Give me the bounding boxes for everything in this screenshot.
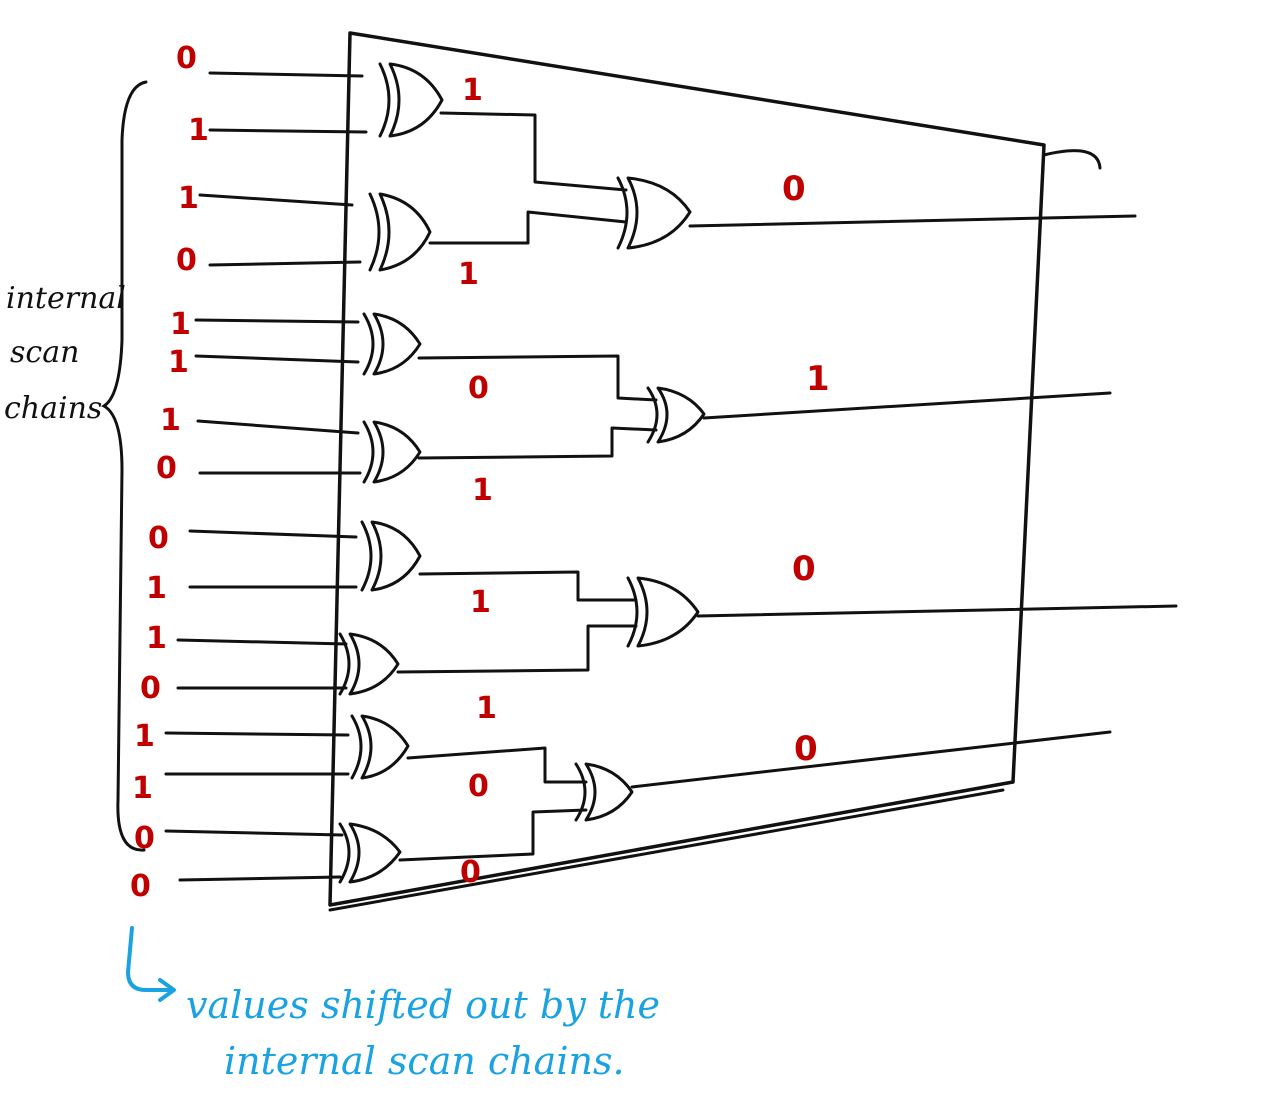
box-bottom-extra-stroke (328, 788, 1005, 912)
scan-chain-label-line2: scan (10, 335, 79, 370)
input-bit: 0 (176, 41, 197, 76)
input-bits: 0 1 1 0 1 1 1 0 0 1 1 0 1 1 0 0 (130, 41, 209, 904)
xor-gate (362, 312, 422, 376)
output-bit: 0 (794, 729, 818, 769)
input-bit: 1 (134, 719, 155, 754)
stage1-bit: 0 (460, 855, 481, 890)
scan-chain-label: internal scan chains (4, 281, 126, 426)
input-bit: 1 (146, 571, 167, 606)
compactor-box (328, 31, 1046, 907)
input-bit: 0 (140, 671, 161, 706)
output-bit: 0 (792, 549, 816, 589)
xor-gate (616, 176, 692, 250)
scan-chain-label-line3: chains (4, 391, 102, 426)
input-bit: 1 (178, 181, 199, 216)
output-bit: 1 (806, 359, 830, 399)
annotation-arrowhead (158, 978, 176, 1002)
xor-gate (338, 822, 402, 884)
stage1-bit: 0 (468, 371, 489, 406)
box-corner-tick (1042, 149, 1102, 170)
input-bit: 1 (188, 113, 209, 148)
xor-gate (350, 714, 410, 780)
input-bit: 1 (146, 621, 167, 656)
stage1-bit: 0 (468, 769, 489, 804)
xor-gate (626, 576, 700, 648)
stage1-to-stage2-wires (396, 111, 658, 862)
annotation-note-line1: values shifted out by the (186, 983, 660, 1027)
stage2-gates (574, 176, 706, 822)
annotation-arrow (126, 926, 174, 992)
stage1-bit: 1 (470, 585, 491, 620)
xor-gate (574, 762, 634, 822)
input-bit: 0 (156, 451, 177, 486)
xor-gate (368, 192, 432, 272)
xor-gate (338, 632, 400, 696)
stage1-gates (338, 62, 444, 884)
input-wires (164, 71, 368, 882)
stage1-bit: 1 (476, 691, 497, 726)
input-bit: 0 (148, 521, 169, 556)
xor-gate (362, 420, 422, 484)
input-bit: 1 (132, 771, 153, 806)
xor-gate (646, 386, 706, 444)
output-bits: 0 1 0 0 (782, 169, 830, 769)
scan-chain-label-line1: internal (6, 281, 126, 316)
stage1-bit: 1 (458, 257, 479, 292)
input-bit: 1 (168, 345, 189, 380)
input-bit: 0 (134, 821, 155, 856)
scan-chain-brace (101, 80, 148, 852)
input-bit: 1 (170, 307, 191, 342)
input-bit: 1 (160, 403, 181, 438)
stage1-bit: 1 (472, 473, 493, 508)
stage1-bit: 1 (462, 73, 483, 108)
output-wires (630, 214, 1178, 789)
xor-gate (378, 62, 444, 138)
output-bit: 0 (782, 169, 806, 209)
input-bit: 0 (176, 243, 197, 278)
annotation-note-line2: internal scan chains. (224, 1039, 625, 1083)
input-bit: 0 (130, 869, 151, 904)
stage1-bits: 1 1 0 1 1 1 0 0 (458, 73, 497, 890)
xor-gate (360, 520, 422, 592)
